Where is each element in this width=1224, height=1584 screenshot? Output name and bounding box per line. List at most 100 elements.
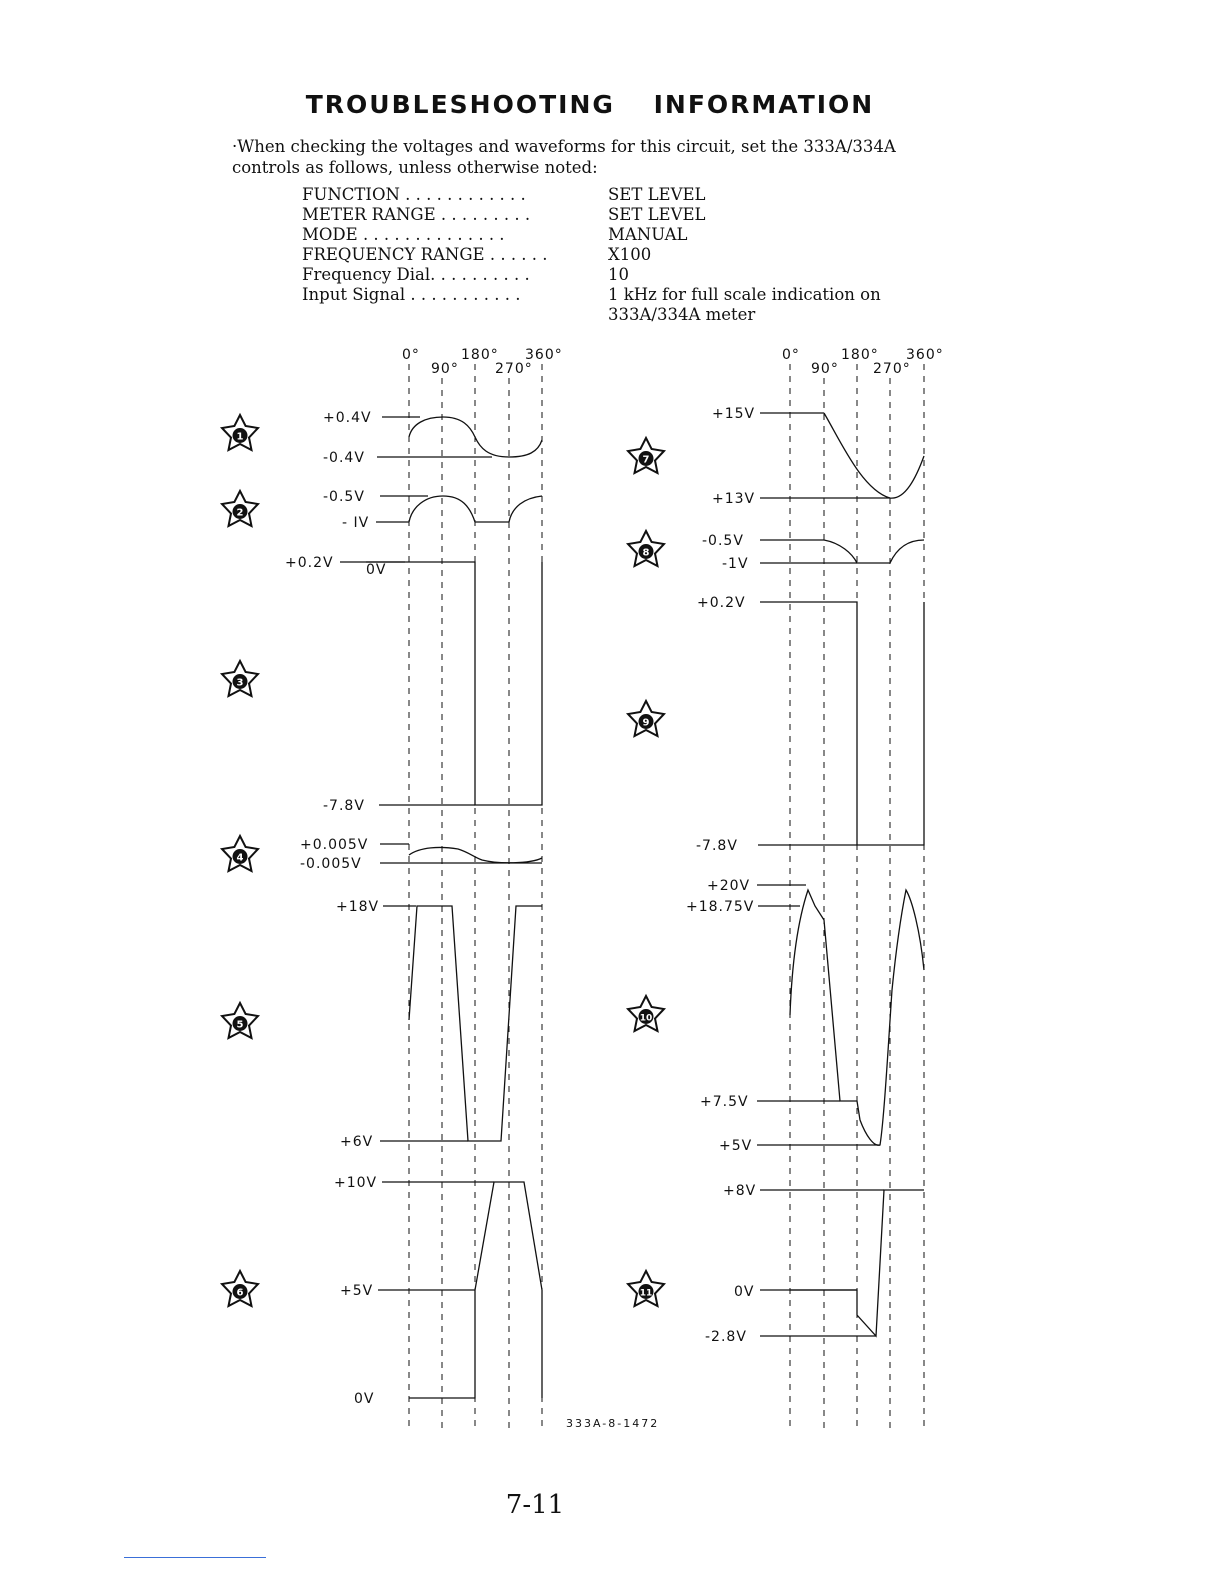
svg-text:10: 10 [640, 1014, 653, 1024]
svg-text:11: 11 [640, 1289, 653, 1299]
voltage-label: +0.2V [285, 555, 334, 571]
phase-360-label: 360° [906, 347, 944, 363]
voltage-label: +0.4V [323, 410, 372, 426]
setting-name: FREQUENCY RANGE . . . . . . [302, 245, 548, 264]
svg-text:2: 2 [237, 508, 244, 519]
voltage-label: -7.8V [696, 838, 738, 854]
voltage-label: -0.5V [323, 489, 365, 505]
test-point-marker-2: 2 [221, 490, 259, 527]
phase-90-label: 90° [431, 361, 459, 377]
test-point-marker-5: 5 [221, 1002, 259, 1039]
right-phase-gridlines [789, 364, 925, 1430]
voltage-label: -0.5V [702, 533, 744, 549]
intro-text: ·When checking the voltages and waveform… [232, 136, 972, 178]
test-point-marker-3: 3 [221, 660, 259, 697]
setting-row: Input Signal . . . . . . . . . . . 1 kHz … [302, 285, 942, 305]
phase-90-label: 90° [811, 361, 839, 377]
setting-value: 1 kHz for full scale indication on [608, 285, 881, 304]
voltage-label: -7.8V [323, 798, 365, 814]
control-settings-list: FUNCTION . . . . . . . . . . . . SET LEVE… [302, 185, 942, 325]
waveform-2: -0.5V - IV [323, 489, 543, 531]
setting-row: METER RANGE . . . . . . . . . SET LEVEL [302, 205, 942, 225]
test-point-marker-4: 4 [221, 835, 259, 872]
phase-180-label: 180° [461, 347, 499, 363]
setting-value: SET LEVEL [608, 185, 706, 204]
svg-text:1: 1 [237, 432, 244, 443]
setting-row: FUNCTION . . . . . . . . . . . . SET LEVE… [302, 185, 942, 205]
svg-text:7: 7 [643, 455, 650, 466]
test-point-marker-7: 7 [627, 437, 665, 474]
svg-text:3: 3 [237, 678, 244, 689]
voltage-label: +10V [334, 1175, 377, 1191]
test-point-marker-10: 10 [627, 995, 665, 1032]
right-phase-header: 0° 180° 360° 90° 270° [782, 347, 944, 377]
left-phase-header: 0° 180° 360° 90° 270° [402, 347, 563, 377]
waveform-4: +0.005V -0.005V [300, 837, 543, 872]
drawing-code: 333A-8-1472 [566, 1417, 659, 1430]
voltage-label: +13V [712, 491, 755, 507]
setting-value: 10 [608, 265, 629, 284]
test-point-marker-11: 11 [627, 1270, 665, 1307]
voltage-label: +18.75V [686, 899, 754, 915]
setting-name: Input Signal . . . . . . . . . . . [302, 285, 521, 304]
page-title: TROUBLESHOOTING INFORMATION [305, 90, 875, 119]
waveform-8: -0.5V -1V [702, 533, 925, 572]
svg-text:9: 9 [643, 718, 650, 729]
setting-name: MODE . . . . . . . . . . . . . . [302, 225, 505, 244]
voltage-label: +15V [712, 406, 755, 422]
waveform-5: +18V +6V [336, 899, 542, 1150]
svg-text:8: 8 [643, 548, 650, 559]
phase-0-label: 0° [782, 347, 800, 363]
voltage-label: +20V [707, 878, 750, 894]
setting-name: Frequency Dial. . . . . . . . . . [302, 265, 530, 284]
voltage-label: +0.005V [300, 837, 368, 853]
setting-row: FREQUENCY RANGE . . . . . . X100 [302, 245, 942, 265]
phase-180-label: 180° [841, 347, 879, 363]
waveform-7: +15V +13V [712, 406, 925, 507]
voltage-label: -0.4V [323, 450, 365, 466]
waveform-3: +0.2V 0V -7.8V [285, 555, 543, 814]
voltage-label: -0.005V [300, 856, 362, 872]
intro-line-1: ·When checking the voltages and waveform… [232, 137, 896, 156]
test-point-marker-8: 8 [627, 530, 665, 567]
voltage-label: +5V [340, 1283, 373, 1299]
setting-value: SET LEVEL [608, 205, 706, 224]
voltage-label: -2.8V [705, 1329, 747, 1345]
voltage-label: +18V [336, 899, 379, 915]
svg-text:4: 4 [237, 853, 244, 864]
page-number: 7-11 [505, 1490, 565, 1520]
svg-text:5: 5 [237, 1020, 244, 1031]
waveform-10: +20V +18.75V +7.5V +5V [686, 878, 925, 1154]
voltage-label: -1V [722, 556, 749, 572]
waveform-1: +0.4V -0.4V [323, 410, 543, 466]
setting-value: X100 [608, 245, 652, 264]
test-point-marker-6: 6 [221, 1270, 259, 1307]
phase-0-label: 0° [402, 347, 420, 363]
setting-row: MODE . . . . . . . . . . . . . . MANUAL [302, 225, 942, 245]
setting-row: 333A/334A meter [302, 305, 942, 325]
footer-rule [124, 1557, 266, 1558]
setting-name: FUNCTION . . . . . . . . . . . . [302, 185, 526, 204]
voltage-label: +0.2V [697, 595, 746, 611]
voltage-label: 0V [734, 1284, 754, 1300]
setting-name: METER RANGE . . . . . . . . . [302, 205, 531, 224]
voltage-label: +8V [723, 1183, 756, 1199]
voltage-label: +7.5V [700, 1094, 749, 1110]
intro-line-2: controls as follows, unless otherwise no… [232, 158, 598, 177]
svg-text:6: 6 [237, 1288, 244, 1299]
voltage-label: +5V [719, 1138, 752, 1154]
setting-value: 333A/334A meter [608, 305, 756, 324]
phase-360-label: 360° [525, 347, 563, 363]
left-phase-gridlines [408, 364, 543, 1430]
voltage-label: - IV [342, 515, 369, 531]
voltage-label: 0V [366, 562, 386, 578]
test-point-marker-1: 1 [221, 414, 259, 451]
setting-value: MANUAL [608, 225, 688, 244]
phase-270-label: 270° [495, 361, 533, 377]
waveform-11: +8V 0V -2.8V [705, 1183, 924, 1345]
voltage-label: 0V [354, 1391, 374, 1407]
waveform-6: +10V +5V 0V [334, 1175, 543, 1407]
phase-270-label: 270° [873, 361, 911, 377]
waveform-9: +0.2V -7.8V [696, 595, 925, 854]
